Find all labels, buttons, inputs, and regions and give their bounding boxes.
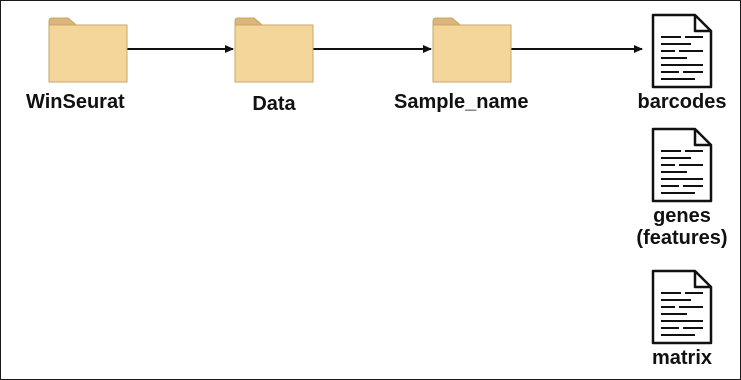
folder-label-winseurat: WinSeurat <box>26 91 125 113</box>
folder-label-data: Data <box>252 93 296 115</box>
folder-icon <box>432 17 512 83</box>
file-label-line: (features) <box>636 227 728 249</box>
document-icon <box>651 13 713 89</box>
folder-icon <box>234 17 314 83</box>
folder-icon <box>48 17 128 83</box>
file-label-barcodes: barcodes <box>617 91 741 113</box>
file-label-matrix: matrix <box>617 347 741 369</box>
file-label-genes-features: genes (features) <box>617 205 741 249</box>
document-icon <box>651 127 713 203</box>
file-label-line: barcodes <box>637 91 727 113</box>
file-label-line: genes <box>653 205 711 227</box>
folder-label-sample-name: Sample_name <box>394 91 529 113</box>
file-label-line: matrix <box>651 347 713 369</box>
document-icon <box>651 269 713 345</box>
